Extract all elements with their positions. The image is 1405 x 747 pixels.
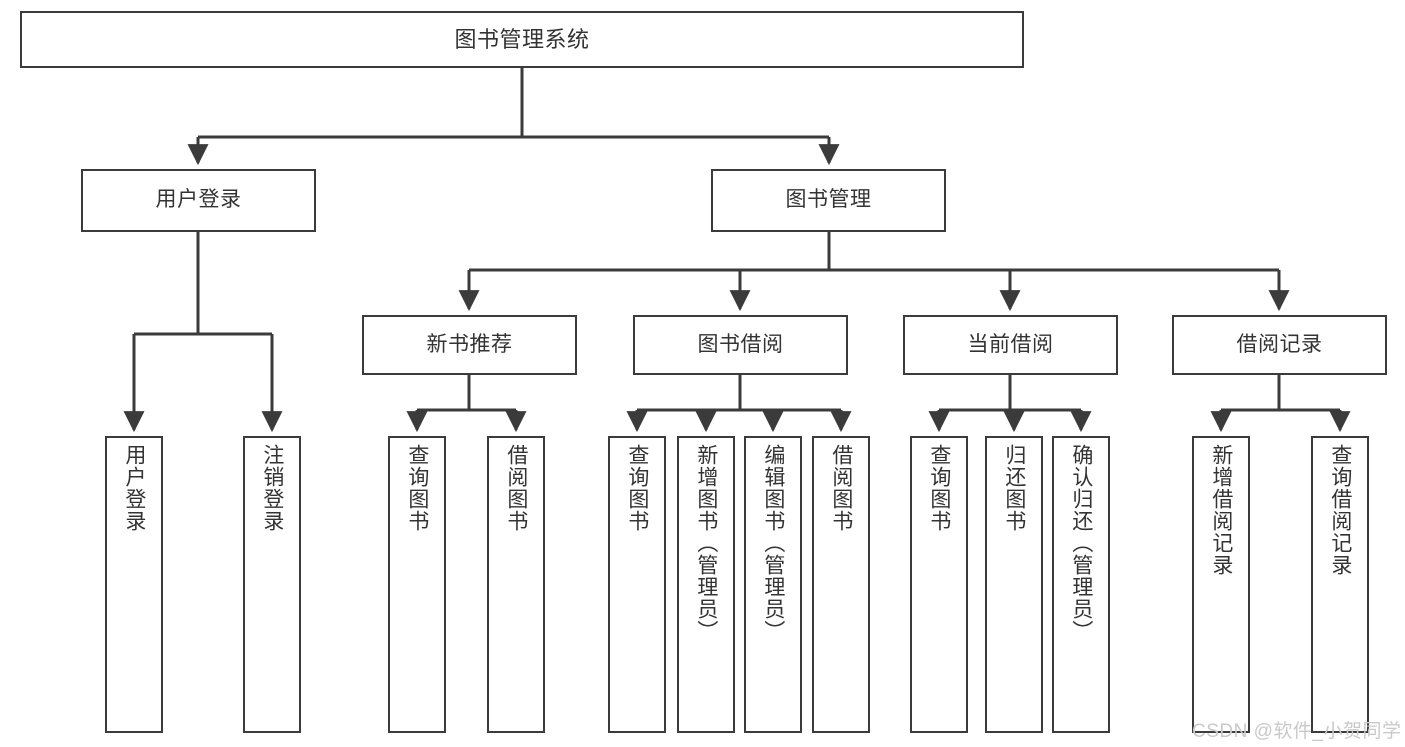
node-label: 查询借阅记录 [1328,444,1352,576]
csdn-watermark: CSDN @软件_小贺同学 [1192,721,1402,742]
leaf-borrow-book[interactable]: 借阅图书 [812,436,870,733]
node-label: 图书借阅 [697,332,784,356]
node-borrow-record[interactable]: 借阅记录 [1172,315,1387,375]
node-label: 查询图书 [625,444,649,532]
node-label: 当前借阅 [967,332,1054,356]
leaf-edit-book-admin[interactable]: 编辑图书（管理员） [744,436,802,733]
node-label: 图书管理 [785,188,872,212]
node-label: 借阅图书 [504,444,528,532]
leaf-query-book-current[interactable]: 查询图书 [910,436,968,733]
node-label: 新增图书（管理员） [694,444,718,642]
node-label: 用户登录 [155,188,242,212]
leaf-user-login[interactable]: 用户登录 [105,436,163,733]
node-user-login[interactable]: 用户登录 [81,169,316,232]
node-new-book-recommend[interactable]: 新书推荐 [362,315,577,375]
node-label: 归还图书 [1002,444,1026,532]
node-label: 编辑图书（管理员） [761,444,785,642]
node-current-borrow[interactable]: 当前借阅 [903,315,1118,375]
node-label: 确认归还（管理员） [1069,444,1093,642]
node-root[interactable]: 图书管理系统 [20,11,1024,68]
node-label: 图书管理系统 [454,26,590,52]
node-label: 用户登录 [122,444,146,532]
node-label: 查询图书 [405,444,429,532]
leaf-query-borrow-record[interactable]: 查询借阅记录 [1311,436,1369,733]
node-label: 查询图书 [927,444,951,532]
node-label: 借阅图书 [829,444,853,532]
node-book-manage[interactable]: 图书管理 [711,169,946,232]
leaf-add-book-admin[interactable]: 新增图书（管理员） [677,436,735,733]
leaf-return-book[interactable]: 归还图书 [985,436,1043,733]
leaf-query-book-borrow[interactable]: 查询图书 [608,436,666,733]
leaf-borrow-book-recommend[interactable]: 借阅图书 [487,436,545,733]
node-label: 新书推荐 [426,332,513,356]
leaf-confirm-return-admin[interactable]: 确认归还（管理员） [1052,436,1110,733]
leaf-query-book-recommend[interactable]: 查询图书 [388,436,446,733]
node-book-borrow[interactable]: 图书借阅 [633,315,848,375]
node-label: 注销登录 [260,444,284,532]
leaf-logout[interactable]: 注销登录 [243,436,301,733]
leaf-add-borrow-record[interactable]: 新增借阅记录 [1192,436,1250,733]
node-label: 新增借阅记录 [1209,444,1233,576]
node-label: 借阅记录 [1236,332,1323,356]
